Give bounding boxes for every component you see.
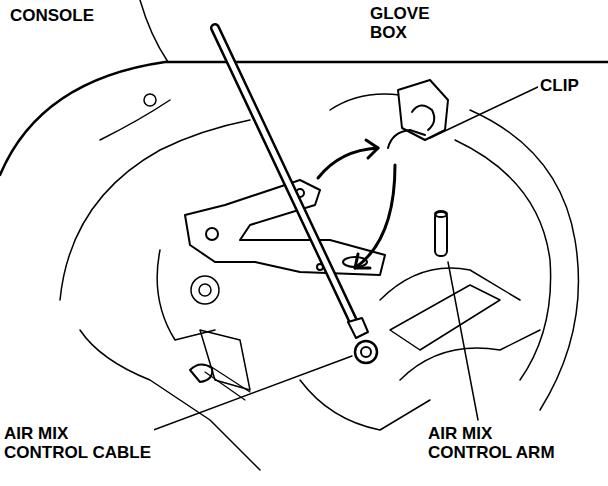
clip-label: CLIP: [538, 76, 581, 95]
arm-label: AIR MIX CONTROL ARM: [426, 424, 558, 462]
cable-label: AIR MIX CONTROL CABLE: [2, 424, 154, 462]
console-label: CONSOLE: [8, 6, 96, 25]
glove-box-label: GLOVE BOX: [368, 4, 383, 42]
